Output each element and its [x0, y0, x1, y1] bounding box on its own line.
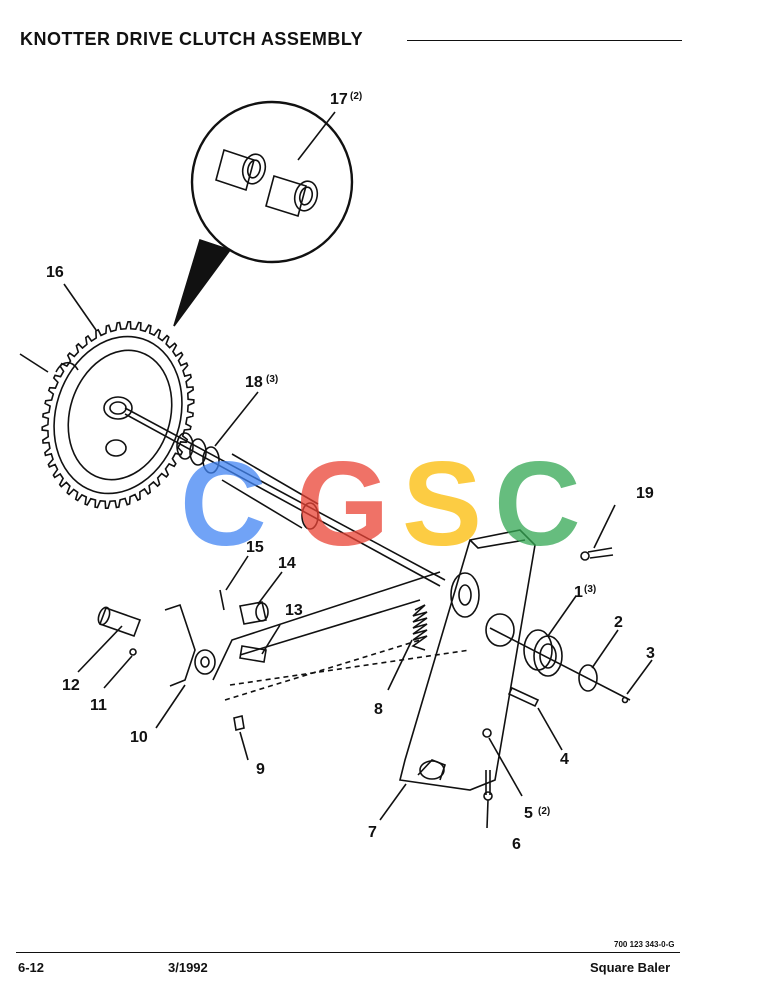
title-rule	[407, 40, 682, 41]
callout-7: 7	[368, 824, 377, 841]
callout-18-qty: (3)	[266, 374, 278, 385]
callout-12: 12	[62, 677, 80, 694]
callout-13: 13	[285, 602, 303, 619]
callout-10: 10	[130, 729, 148, 746]
document-number: 700 123 343-0-G	[614, 940, 675, 949]
sprocket-teeth	[41, 321, 195, 509]
callout-4: 4	[560, 751, 569, 768]
handle-grip-12	[97, 606, 142, 638]
bushing-part	[215, 148, 267, 192]
bolt-6	[483, 770, 493, 801]
callout-5-qty: (2)	[538, 806, 550, 817]
spring-8	[411, 604, 428, 651]
callout-1-qty: (3)	[584, 584, 596, 595]
clutch-arm-7	[399, 529, 536, 791]
key-4	[507, 686, 540, 708]
callout-9: 9	[256, 761, 265, 778]
pin-13	[239, 645, 267, 663]
pin-11	[129, 648, 137, 656]
callout-1: 1	[574, 584, 583, 601]
callout-18: 18	[245, 374, 263, 391]
bolt-19	[580, 547, 614, 561]
sprocket-16	[19, 321, 195, 509]
revision-date: 3/1992	[168, 960, 208, 975]
callout-8: 8	[374, 701, 383, 718]
callout-17: 17	[330, 91, 348, 108]
watermark-letter: G	[296, 437, 389, 571]
callout-15: 15	[246, 539, 264, 556]
callout-19: 19	[636, 485, 654, 502]
callout-labels: 1 (3) 2 3 4 5 (2) 6 7 8 9 10 11 12 13 14…	[46, 91, 655, 853]
pin-3	[621, 696, 629, 704]
page-title: KNOTTER DRIVE CLUTCH ASSEMBLY	[20, 29, 364, 49]
roller-14	[239, 601, 269, 625]
callout-16: 16	[46, 264, 64, 281]
pin-15	[219, 589, 225, 611]
linkage-frame	[212, 571, 471, 701]
footer-rule	[16, 952, 680, 953]
watermark-letter: C	[494, 437, 581, 571]
product-name: Square Baler	[590, 960, 671, 975]
callout-11: 11	[90, 697, 107, 714]
callout-17-qty: (2)	[350, 91, 362, 102]
nut-5	[482, 728, 492, 738]
page-number: 6-12	[18, 960, 45, 975]
watermark-letter: S	[402, 437, 482, 571]
snap-ring-2	[578, 664, 598, 692]
callout-2: 2	[614, 614, 623, 631]
shaft-assembly	[124, 407, 446, 587]
callout-5: 5	[524, 805, 533, 822]
leader-lines	[63, 111, 653, 829]
callout-14: 14	[278, 555, 296, 572]
callout-6: 6	[512, 836, 521, 853]
roll-pin-9	[233, 715, 245, 731]
bushing-detail-circle	[173, 100, 354, 327]
watermark-letter: C	[180, 437, 267, 571]
cgsc-watermark: C G S C	[180, 437, 581, 571]
callout-3: 3	[646, 645, 655, 662]
bushing-part	[265, 174, 319, 218]
lever-bracket-10	[164, 603, 216, 687]
